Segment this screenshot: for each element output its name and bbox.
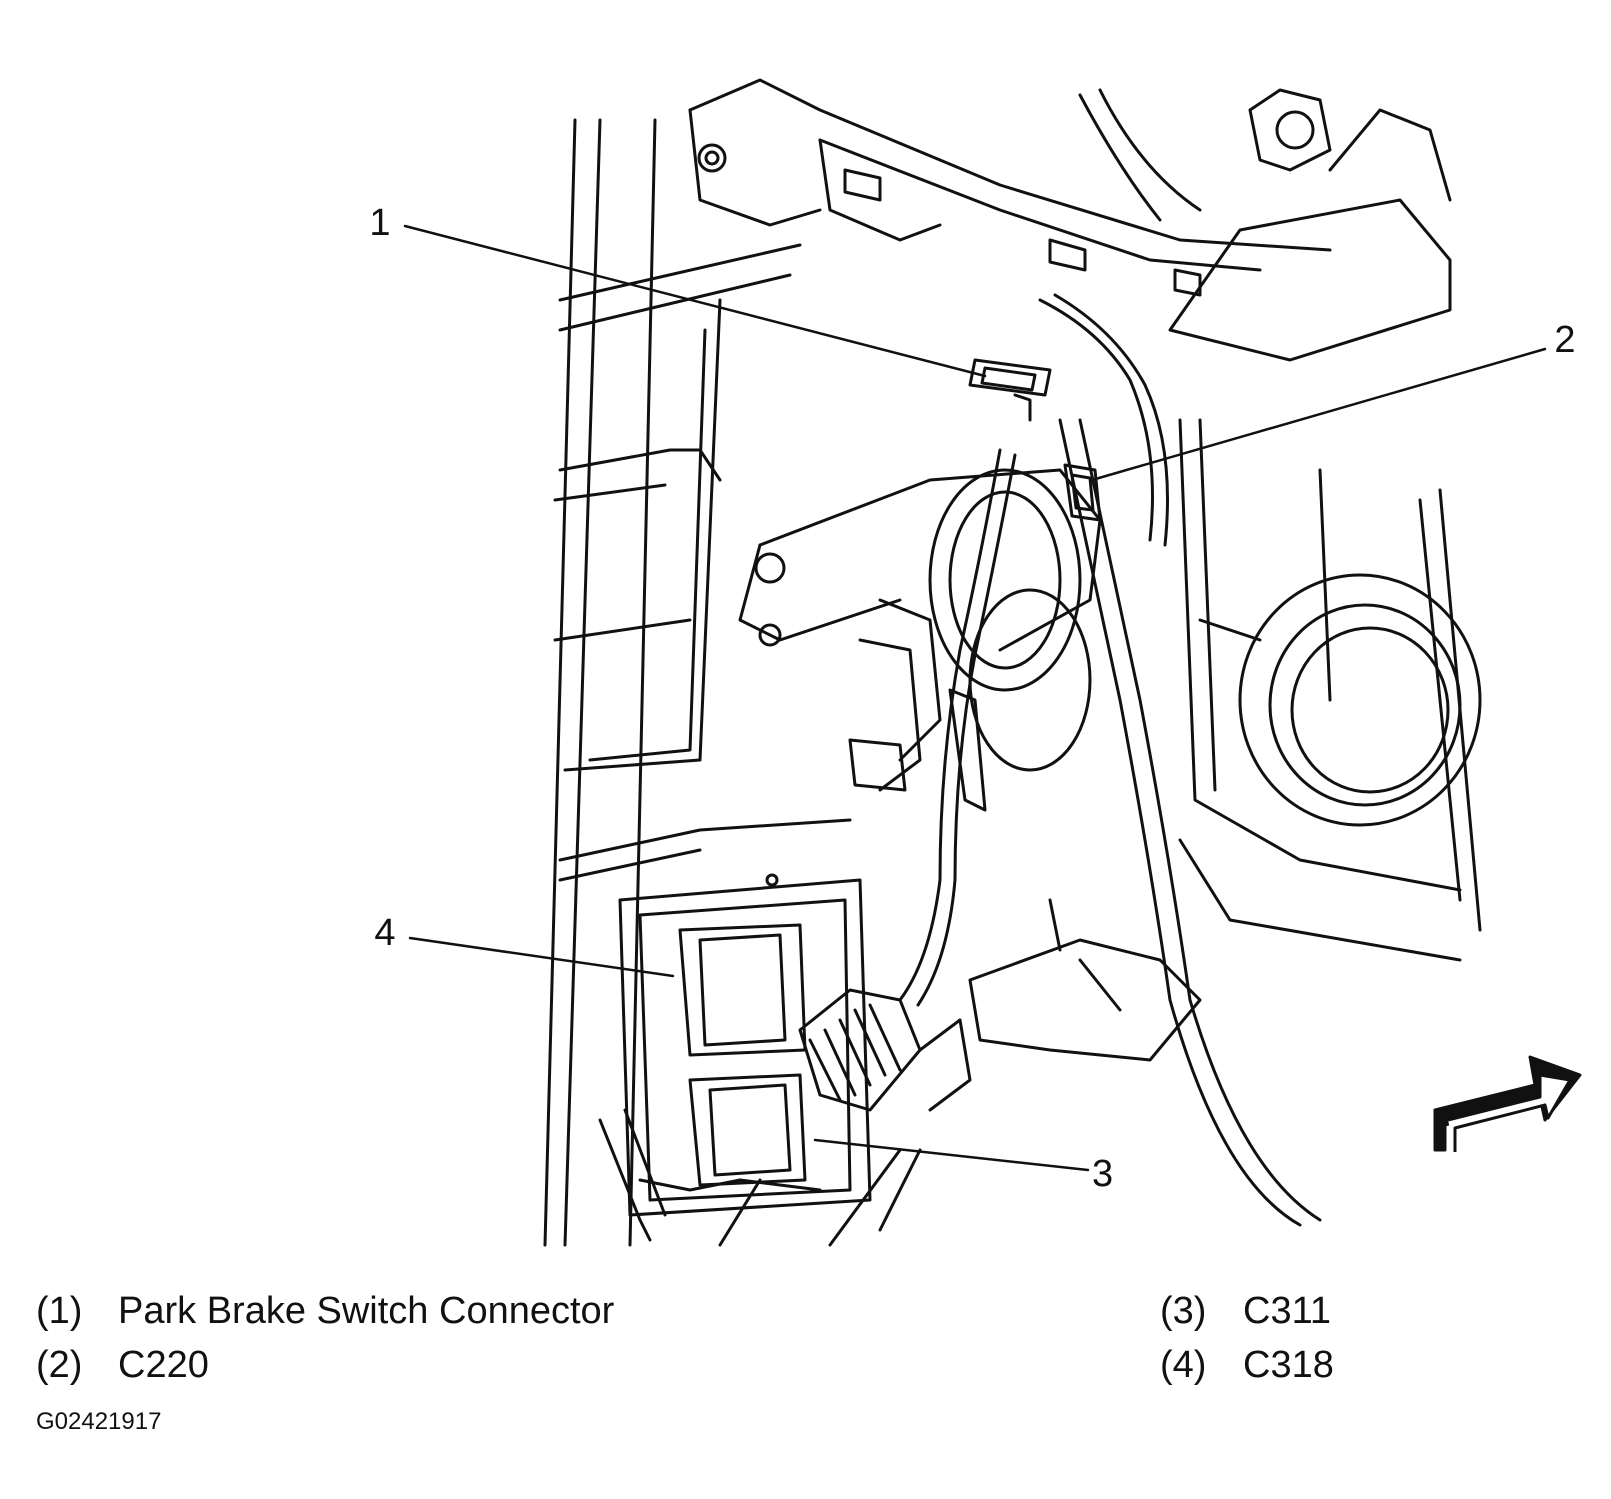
figure-id: G02421917 <box>36 1408 162 1435</box>
legend-num-3: (3) <box>1160 1290 1207 1332</box>
upper-bracket <box>688 78 1452 362</box>
c220-connector-drawing <box>1063 463 1102 522</box>
legend-text-2: C220 <box>118 1344 209 1386</box>
wiring-harness <box>898 293 1322 1227</box>
front-direction-arrow-icon <box>1433 1055 1582 1152</box>
callout-2: 2 <box>1554 319 1575 361</box>
floor-and-pedal <box>718 898 1202 1247</box>
legend-text-4: C318 <box>1243 1344 1334 1386</box>
callout-4: 4 <box>374 912 395 954</box>
lower-connector-block <box>598 873 872 1242</box>
callout-leaders <box>403 224 1547 1172</box>
legend-text-3: C311 <box>1243 1290 1332 1332</box>
callout-3: 3 <box>1092 1153 1113 1195</box>
pedal-assembly <box>738 468 1102 812</box>
park-brake-switch-connector-drawing <box>968 358 1052 422</box>
callout-1: 1 <box>369 202 390 244</box>
legend-num-1: (1) <box>36 1290 83 1332</box>
legend-num-4: (4) <box>1160 1344 1207 1386</box>
legend-num-2: (2) <box>36 1344 83 1386</box>
left-pillar <box>543 118 852 1247</box>
right-body-panel <box>1178 418 1482 962</box>
legend-text-1: Park Brake Switch Connector <box>118 1290 615 1332</box>
